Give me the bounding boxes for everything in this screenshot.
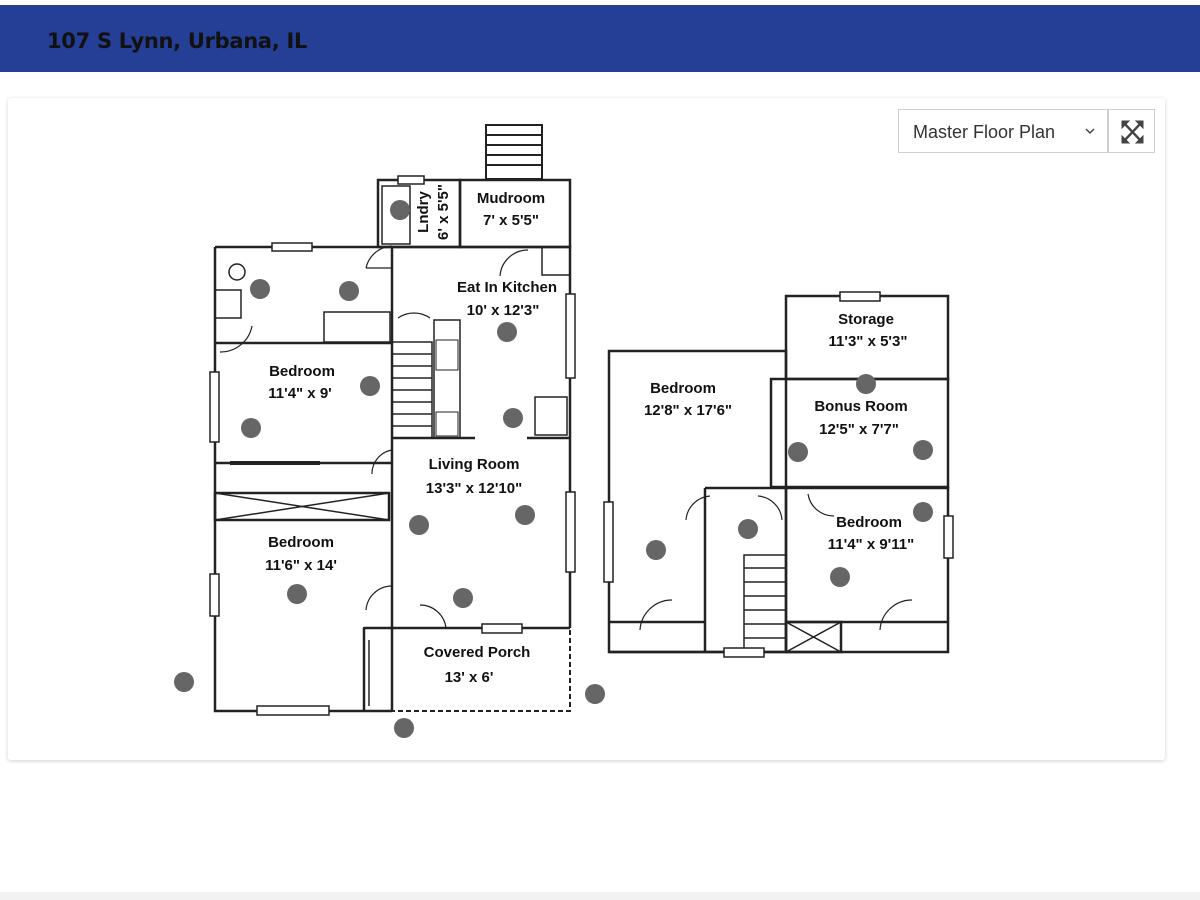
photo-marker[interactable] — [515, 505, 535, 525]
room-name-living: Living Room — [429, 456, 520, 473]
photo-marker[interactable] — [503, 408, 523, 428]
photo-marker[interactable] — [390, 200, 410, 220]
page-title: 107 S Lynn, Urbana, IL — [47, 29, 308, 53]
room-size-bedroom-4: 11'4" x 9'11" — [828, 536, 914, 553]
photo-marker[interactable] — [856, 374, 876, 394]
expand-button[interactable] — [1108, 109, 1155, 153]
footer-band — [0, 892, 1200, 900]
photo-marker[interactable] — [287, 584, 307, 604]
photo-marker[interactable] — [913, 440, 933, 460]
room-size-kitchen: 10' x 12'3" — [467, 302, 540, 319]
room-size-bedroom-1: 11'4" x 9' — [268, 385, 331, 402]
room-size-mudroom: 7' x 5'5" — [483, 212, 539, 229]
entry-steps — [485, 124, 543, 180]
room-name-mudroom: Mudroom — [477, 190, 545, 207]
chevron-down-icon — [1085, 128, 1095, 135]
floor-select-value: Master Floor Plan — [913, 122, 1056, 142]
photo-marker[interactable] — [339, 281, 359, 301]
header-bar: 107 S Lynn, Urbana, IL — [0, 5, 1200, 72]
photo-marker[interactable] — [646, 540, 666, 560]
photo-marker[interactable] — [360, 376, 380, 396]
photo-marker[interactable] — [453, 588, 473, 608]
room-name-bedroom-1: Bedroom — [269, 363, 335, 380]
room-size-bedroom-2: 11'6" x 14' — [265, 557, 337, 574]
floor-select[interactable]: Master Floor Plan — [898, 109, 1108, 153]
room-name-porch: Covered Porch — [424, 644, 531, 661]
room-size-laundry: 6' x 5'5" — [435, 184, 452, 240]
room-name-bedroom-2: Bedroom — [268, 534, 334, 551]
room-name-storage: Storage — [838, 311, 894, 328]
photo-marker[interactable] — [585, 684, 605, 704]
photo-marker[interactable] — [394, 718, 414, 738]
room-size-living: 13'3" x 12'10" — [426, 480, 522, 497]
photo-marker[interactable] — [409, 515, 429, 535]
floor-plan-card — [8, 98, 1165, 760]
room-name-kitchen: Eat In Kitchen — [457, 279, 557, 296]
photo-marker[interactable] — [913, 502, 933, 522]
room-size-bedroom-3: 12'8" x 17'6" — [644, 402, 732, 419]
photo-marker[interactable] — [788, 442, 808, 462]
photo-marker[interactable] — [497, 322, 517, 342]
photo-marker[interactable] — [830, 567, 850, 587]
room-name-bonus: Bonus Room — [814, 398, 907, 415]
expand-arrows-icon — [1121, 120, 1144, 144]
room-size-porch: 13' x 6' — [445, 669, 494, 686]
room-size-bonus: 12'5" x 7'7" — [819, 421, 899, 438]
photo-marker[interactable] — [738, 519, 758, 539]
room-name-bedroom-4: Bedroom — [836, 514, 902, 531]
photo-marker[interactable] — [241, 418, 261, 438]
room-size-storage: 11'3" x 5'3" — [829, 333, 908, 350]
room-name-laundry: Lndry — [415, 191, 432, 233]
photo-marker[interactable] — [174, 672, 194, 692]
photo-marker[interactable] — [250, 279, 270, 299]
room-name-bedroom-3: Bedroom — [650, 380, 716, 397]
